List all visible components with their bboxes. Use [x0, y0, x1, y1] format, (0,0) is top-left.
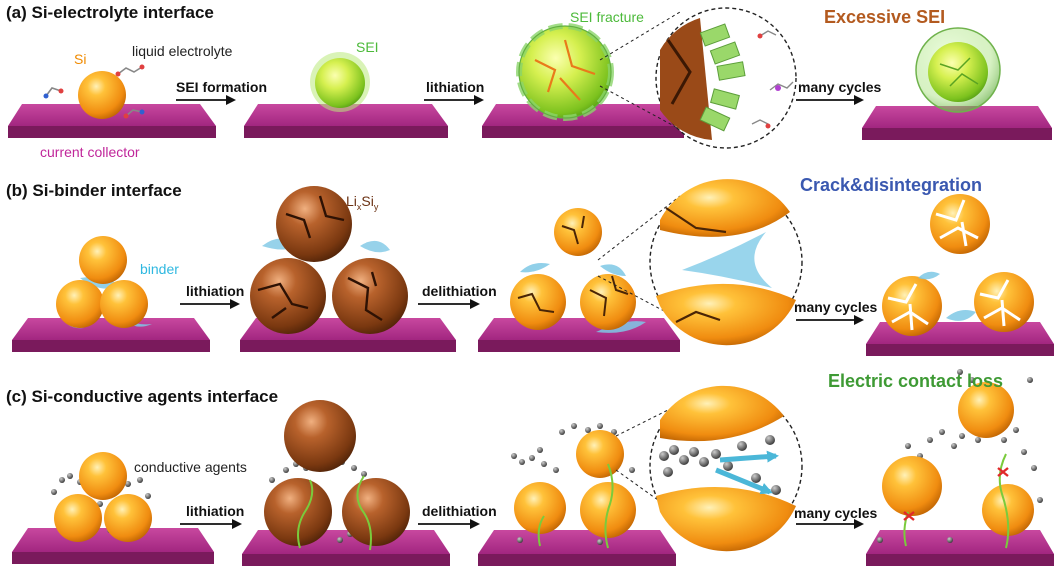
collector-plate [244, 104, 448, 138]
row-a-callout: Excessive SEI [824, 7, 946, 27]
lixsiy-label: LixSiy [346, 194, 378, 212]
cracked-si-particle [554, 208, 602, 256]
cracked-si-particle [580, 274, 636, 330]
collector-plate [866, 530, 1054, 566]
si-particle [958, 382, 1014, 438]
lixsiy-x: x [356, 201, 362, 212]
arrow-label: delithiation [422, 503, 497, 519]
sei-label: SEI [356, 39, 379, 55]
si-particle [56, 280, 104, 328]
lixsiy-li: Li [346, 193, 357, 209]
zoom-view-binder [597, 179, 803, 346]
arrow-label: delithiation [422, 283, 497, 299]
arrow-label: many cycles [798, 79, 882, 95]
conductive-pathway [297, 475, 372, 551]
current-collector-label: current collector [40, 144, 140, 160]
arrow-label: many cycles [794, 299, 878, 315]
row-c-illustration [12, 369, 1054, 566]
si-particle [514, 482, 566, 534]
zoom-view-conductive [615, 385, 803, 552]
collector-plate [478, 530, 676, 566]
si-particle [78, 71, 126, 119]
binder-label: binder [140, 261, 179, 277]
row-a-title: (a) Si-electrolyte interface [6, 3, 214, 22]
disintegrated-particle [882, 276, 942, 336]
si-particle [104, 494, 152, 542]
zoom-view-sei [599, 7, 797, 149]
arrow-label: lithiation [186, 283, 245, 299]
collector-plate [12, 528, 214, 564]
liquid-electrolyte-label: liquid electrolyte [132, 43, 233, 59]
sei-coated-particle [310, 52, 370, 112]
electrolyte-molecules [43, 64, 145, 119]
collector-plate [242, 530, 450, 566]
si-particle [79, 452, 127, 500]
lithiated-particle [284, 400, 356, 472]
collector-plate [478, 318, 680, 352]
conductive-pathway [537, 463, 614, 549]
disintegrated-particle [930, 194, 990, 254]
excessive-sei-particle [915, 27, 1001, 113]
row-b-title: (b) Si-binder interface [6, 181, 182, 200]
row-b-callout: Crack&disintegration [800, 175, 983, 195]
arrow-label: lithiation [426, 79, 485, 95]
lithiated-particle [276, 186, 352, 262]
lithiated-particle [342, 478, 410, 546]
arrow-label: lithiation [186, 503, 245, 519]
arrow-label: many cycles [794, 505, 878, 521]
row-c-title: (c) Si-conductive agents interface [6, 387, 279, 406]
lithiated-particle [264, 478, 332, 546]
fractured-sei-particle [516, 23, 614, 121]
binder [918, 271, 976, 321]
conductive-agents [511, 423, 635, 545]
si-particle [79, 236, 127, 284]
si-particle [882, 456, 942, 516]
disintegrated-particle [974, 272, 1034, 332]
collector-plate [862, 106, 1052, 140]
lixsiy-si: Si [361, 193, 374, 209]
si-particle [54, 494, 102, 542]
row-a-illustration [8, 7, 1052, 149]
si-particle [100, 280, 148, 328]
contact-break-mark [903, 467, 1009, 521]
si-particle [982, 484, 1034, 536]
si-label: Si [74, 51, 87, 67]
cracked-si-particle [510, 274, 566, 330]
arrow-label: SEI formation [176, 79, 268, 95]
sei-fracture-label: SEI fracture [570, 9, 644, 25]
row-c-callout: Electric contact loss [828, 371, 1004, 391]
conductive-agents-label: conductive agents [134, 459, 247, 475]
collector-plate [12, 318, 210, 352]
row-b-illustration [12, 179, 1054, 356]
si-particle [576, 430, 624, 478]
lixsiy-y: y [373, 201, 379, 212]
lithiated-particle [332, 258, 408, 334]
lithiated-particle [250, 258, 326, 334]
